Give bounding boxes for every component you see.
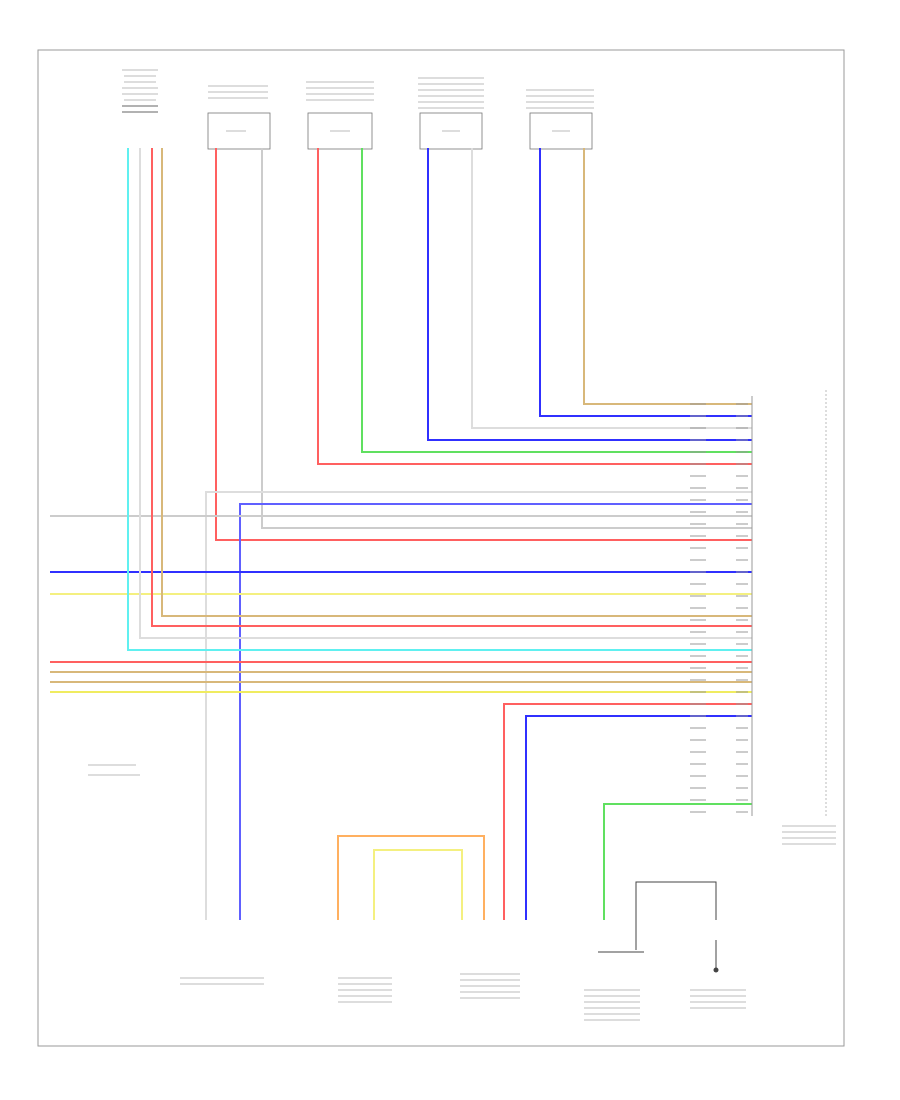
wire-blue-3 bbox=[239, 503, 752, 920]
wire-white-audio bbox=[139, 148, 752, 639]
wire-blue-1 bbox=[539, 148, 752, 417]
diagram-border bbox=[37, 49, 845, 1047]
wire-tan-1 bbox=[583, 148, 752, 405]
ground-symbol-icon bbox=[598, 881, 719, 973]
wire-red-1 bbox=[317, 148, 752, 465]
connector-terminal-column bbox=[751, 390, 827, 818]
wire-blue-lower bbox=[525, 715, 752, 920]
component-rear-speaker-left bbox=[418, 77, 484, 150]
wire-cyan-audio bbox=[127, 148, 752, 651]
wire-red-audio bbox=[151, 148, 752, 627]
component-front-speaker-right bbox=[306, 81, 374, 150]
bottom-label-block-3 bbox=[460, 973, 520, 999]
component-front-speaker-left bbox=[207, 85, 271, 150]
bottom-label-block-1 bbox=[180, 977, 264, 985]
wire-yellow-harness bbox=[373, 849, 463, 920]
legend-block bbox=[88, 764, 140, 776]
bottom-label-block-4 bbox=[584, 989, 640, 1021]
wire-orange-harness bbox=[337, 835, 485, 920]
wire-green-lower bbox=[603, 803, 752, 920]
right-label-block bbox=[782, 825, 836, 845]
wire-blue-2 bbox=[427, 148, 752, 441]
wire-red-lower bbox=[503, 703, 752, 920]
component-rear-speaker-right bbox=[526, 89, 594, 150]
bottom-label-block-2 bbox=[338, 977, 392, 1003]
wire-white-2 bbox=[261, 148, 752, 529]
wire-white-3 bbox=[205, 491, 752, 920]
component-audio-connector bbox=[122, 69, 158, 113]
wire-tan-audio bbox=[161, 148, 752, 617]
wire-red-2 bbox=[215, 148, 752, 541]
pin-markers bbox=[690, 403, 748, 813]
wire-white-1 bbox=[471, 148, 752, 429]
wire-green-1 bbox=[361, 148, 752, 453]
speaker-connector-box bbox=[529, 112, 593, 150]
bottom-label-block-5 bbox=[690, 989, 746, 1009]
